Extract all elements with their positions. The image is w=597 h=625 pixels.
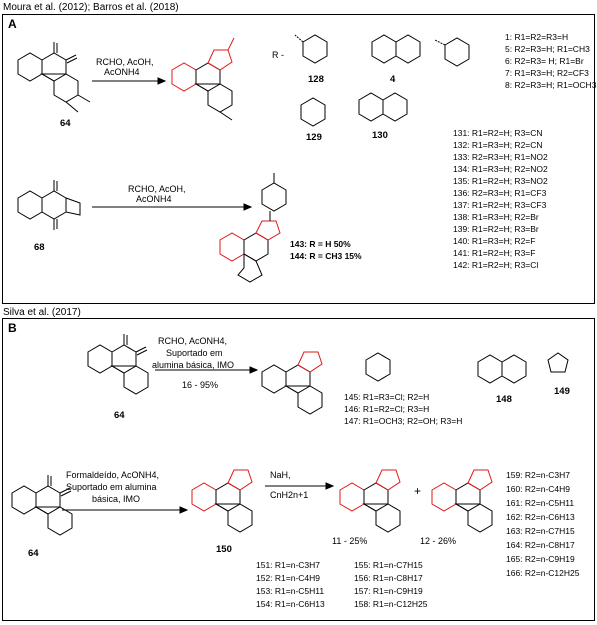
list-item: 159: R2=n-C3H7 — [506, 470, 571, 480]
section-a-caption: Moura et al. (2012); Barros et al. (2018… — [3, 2, 179, 13]
isoquinoline-4-ring — [371, 34, 397, 64]
list-item: 142: R1=R2=H; R3=Cl — [453, 260, 539, 270]
b1-reagent-line1: RCHO, AcONH4, — [158, 336, 228, 346]
pyridine-128-ring — [302, 34, 328, 64]
list-item: 152: R1=n-C4H9 — [256, 573, 321, 583]
list-item: 141: R1=R2=H; R3=F — [453, 248, 536, 258]
pyridine-129-ring — [300, 97, 326, 127]
list-item: 157: R1=n-C9H19 — [354, 586, 423, 596]
label-149: 149 — [554, 386, 570, 397]
list-item: 164: R2=n-C8H17 — [506, 540, 575, 550]
label-148: 148 — [496, 394, 512, 405]
product-145-147-structure — [261, 351, 323, 415]
list-item: 160: R2=n-C4H9 — [506, 484, 571, 494]
plus-sign: + — [414, 484, 422, 498]
list-item: 161: R2=n-C5H11 — [506, 498, 575, 508]
list-item: 131: R1=R2=H; R3=CN — [453, 128, 543, 138]
product-imidazole-a1 — [171, 37, 235, 121]
label-150: 150 — [216, 544, 232, 555]
b3-reagent-line2: CnH2n+1 — [270, 490, 309, 500]
label-144: 144: R = CH3 15% — [290, 251, 362, 261]
section-b-letter: B — [8, 321, 17, 335]
product-143-144-structure — [219, 173, 287, 283]
a2-reagent-line1: RCHO, AcOH, — [128, 184, 186, 194]
label-145: 145: R1=R3=Cl; R2=H — [344, 392, 430, 402]
b1-reagent-line3: alumina básica, IMO — [152, 360, 235, 370]
label-128: 128 — [308, 74, 324, 85]
aryl-substituent-ring-b — [365, 352, 391, 382]
label-143: 143: R = H 50% — [290, 239, 351, 249]
list-item: 162: R2=n-C6H13 — [506, 512, 575, 522]
list-item: 134: R1=R3=H; R2=NO2 — [453, 164, 548, 174]
list-item: 155: R1=n-C7H15 — [354, 560, 423, 570]
list-item: 156: R1=n-C8H17 — [354, 573, 423, 583]
product-159-166-structure — [431, 469, 493, 533]
b1-start-label: 64 — [114, 410, 125, 421]
section-a-letter: A — [8, 17, 17, 31]
b3-reagent-line1: NaH, — [270, 470, 291, 480]
list-item: 8: R2=R3=H; R1=OCH3 — [505, 80, 597, 90]
a1-reagent-line1: RCHO, AcOH, — [96, 57, 154, 67]
list-item: 5: R2=R3=H; R1=CH3 — [505, 44, 590, 54]
list-item: 7: R1=R3=H; R2=CF3 — [505, 68, 589, 78]
list-item: 6: R2=R3= H; R1=Br — [505, 56, 584, 66]
b1-reagent-line2: Suportado em — [166, 348, 223, 358]
compound-64-structure-b2 — [11, 475, 73, 536]
compound-64-structure-a — [17, 42, 91, 113]
list-item: 163: R2=n-C7H15 — [506, 526, 575, 536]
aryl-substituent-ring-a — [444, 37, 470, 67]
product-151-158-structure — [339, 469, 401, 533]
list-item: 1: R1=R2=R3=H — [505, 32, 569, 42]
thienyl-149-ring — [547, 352, 569, 373]
list-item: 135: R1=R2=H; R3=NO2 — [453, 176, 548, 186]
label-130: 130 — [372, 130, 388, 141]
r-prefix: R - — [272, 50, 284, 60]
list-item: 140: R1=R3=H; R2=F — [453, 236, 536, 246]
a1-start-label: 64 — [60, 118, 71, 129]
b1-yield: 16 - 95% — [182, 380, 219, 390]
label-146: 146: R1=R2=Cl; R3=H — [344, 404, 430, 414]
yield-151-158: 11 - 25% — [332, 536, 368, 546]
a2-start-label: 68 — [34, 242, 45, 253]
a2-reagent-line2: AcONH4 — [136, 194, 172, 204]
b2-reagent-line1: Formaldeído, AcONH4, — [66, 470, 160, 480]
list-item: 137: R1=R2=H; R3=CF3 — [453, 200, 547, 210]
quinoline-130-ring — [358, 92, 384, 122]
label-147: 147: R1=OCH3; R2=OH; R3=H — [344, 416, 463, 426]
label-4: 4 — [390, 74, 396, 85]
list-item: 154: R1=n-C6H13 — [256, 599, 325, 609]
list-item: 139: R1=R2=H; R3=Br — [453, 224, 539, 234]
list-item: 166: R2=n-C12H25 — [506, 568, 580, 578]
yield-159-166: 12 - 26% — [420, 536, 457, 546]
list-item: 138: R1=R3=H; R2=Br — [453, 212, 539, 222]
b2-reagent-line3: básica, IMO — [92, 494, 141, 504]
section-a-panel — [2, 14, 595, 304]
list-item: 158: R1=n-C12H25 — [354, 599, 428, 609]
list-item: 132: R1=R3=H; R2=CN — [453, 140, 543, 150]
section-b-panel — [2, 318, 595, 621]
list-item: 136: R2=R3=H; R1=CF3 — [453, 188, 547, 198]
list-item: 153: R1=n-C5H11 — [256, 586, 325, 596]
product-150-structure — [191, 469, 253, 533]
section-b-caption: Silva et al. (2017) — [3, 307, 81, 318]
list-item: 165: R2=n-C9H19 — [506, 554, 575, 564]
compound-64-structure-b1 — [87, 334, 149, 395]
b2-reagent-line2: Suportado em alumina — [66, 482, 157, 492]
label-129: 129 — [306, 132, 322, 143]
list-item: 151: R1=n-C3H7 — [256, 560, 321, 570]
compound-68-structure — [17, 180, 81, 230]
a1-reagent-line2: AcONH4 — [104, 67, 140, 77]
b2-start-label: 64 — [28, 548, 39, 559]
list-item: 133: R2=R3=H; R1=NO2 — [453, 152, 548, 162]
